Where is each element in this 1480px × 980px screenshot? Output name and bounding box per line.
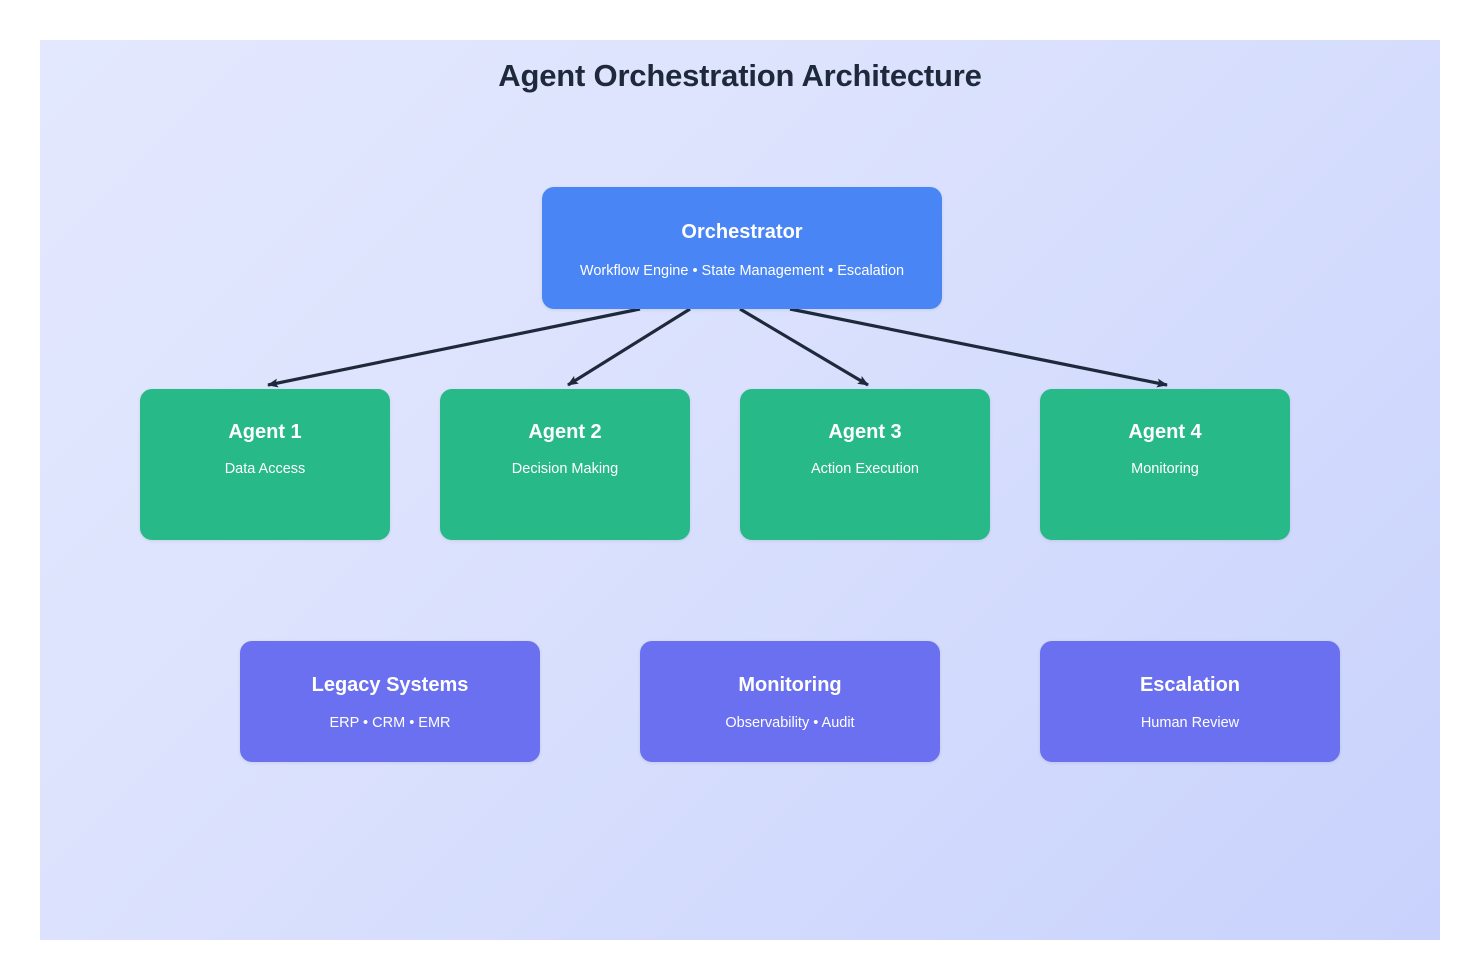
node-escalation[interactable]: Escalation Human Review (1040, 641, 1340, 762)
node-orchestrator[interactable]: Orchestrator Workflow Engine • State Man… (542, 187, 942, 309)
node-orchestrator-subtitle: Workflow Engine • State Management • Esc… (579, 263, 905, 279)
edge-orchestrator-agent-1 (267, 307, 641, 388)
node-agent-2-title: Agent 2 (528, 421, 602, 443)
diagram-canvas: Agent Orchestration Architecture Orchest… (40, 40, 1440, 940)
node-legacy-systems-title: Legacy Systems (311, 674, 469, 696)
node-agent-1-subtitle: Data Access (224, 461, 306, 477)
node-agent-4-title: Agent 4 (1128, 421, 1202, 443)
node-agent-3-title: Agent 3 (828, 421, 902, 443)
node-legacy-systems[interactable]: Legacy Systems ERP • CRM • EMR (240, 641, 540, 762)
node-monitoring-subtitle: Observability • Audit (725, 715, 855, 731)
node-monitoring[interactable]: Monitoring Observability • Audit (640, 641, 940, 762)
node-monitoring-title: Monitoring (738, 674, 842, 696)
node-agent-2[interactable]: Agent 2 Decision Making (440, 389, 690, 540)
page-title: Agent Orchestration Architecture (498, 58, 982, 93)
node-agent-4-subtitle: Monitoring (1131, 461, 1199, 477)
node-legacy-systems-subtitle: ERP • CRM • EMR (329, 715, 451, 731)
edge-orchestrator-agent-2 (567, 307, 691, 387)
edge-orchestrator-agent-4 (789, 307, 1168, 388)
node-escalation-title: Escalation (1139, 674, 1241, 696)
node-agent-1[interactable]: Agent 1 Data Access (140, 389, 390, 540)
node-agent-4[interactable]: Agent 4 Monitoring (1040, 389, 1290, 540)
node-agent-3-subtitle: Action Execution (810, 461, 919, 477)
node-agent-2-subtitle: Decision Making (511, 461, 619, 477)
node-escalation-subtitle: Human Review (1140, 715, 1240, 731)
edge-orchestrator-agent-3 (739, 307, 869, 387)
node-agent-3[interactable]: Agent 3 Action Execution (740, 389, 990, 540)
node-orchestrator-title: Orchestrator (681, 221, 803, 243)
node-agent-1-title: Agent 1 (228, 421, 302, 443)
